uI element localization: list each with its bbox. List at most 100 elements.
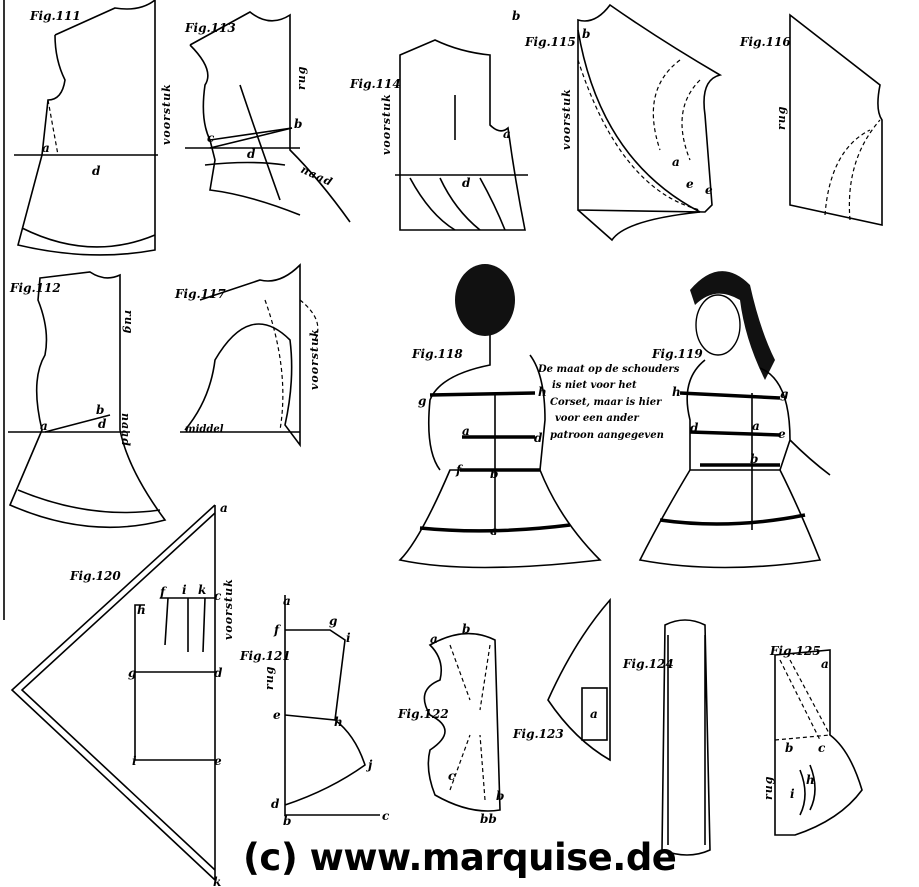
figure-114: Fig.114 voorstuk a d (349, 39, 528, 231)
dashed-guides (577, 59, 701, 211)
front-pattern-outline (399, 39, 526, 231)
point-label: e (273, 708, 281, 722)
label-voorstuk: voorstuk (560, 88, 573, 150)
figure-label: Fig.123 (512, 727, 564, 741)
point-label: i (346, 631, 351, 645)
point-label: a (672, 155, 680, 169)
point-label: i (182, 583, 187, 597)
shoulder-measure-line (679, 391, 781, 400)
skirt-illustration (398, 469, 602, 569)
front-pattern-outline (184, 263, 301, 448)
figure-115: Fig.115 b b voorstuk a e e (512, 3, 723, 242)
figure-label: Fig.113 (184, 21, 236, 35)
point-label: i (132, 754, 137, 768)
figure-116: Fig.116 rug (739, 13, 883, 226)
point-label: b (283, 814, 291, 828)
point-label: bb (480, 812, 497, 826)
point-label: g (780, 387, 788, 401)
hair-illustration (455, 264, 515, 336)
point-label: f (159, 585, 167, 599)
figure-123: Fig.123 a (512, 597, 611, 762)
point-label: j (366, 758, 373, 772)
point-label: k (213, 875, 221, 887)
point-label: d (690, 421, 699, 435)
point-label: a (42, 141, 50, 155)
point-label: d (462, 176, 471, 190)
hem-arc (17, 489, 161, 514)
hem-arc (21, 227, 156, 248)
figure-125: Fig.125 a b c h i rug (762, 644, 863, 836)
point-label: a (283, 594, 291, 608)
sleeve-pattern-outline (284, 595, 380, 816)
point-label: h (334, 715, 343, 729)
point-label: e (214, 754, 222, 768)
point-label: b (785, 741, 793, 755)
back-pattern-outline (189, 11, 351, 223)
point-label: a (40, 419, 48, 433)
point-label: c (207, 131, 215, 145)
point-label: h (137, 603, 146, 617)
figure-label: Fig.124 (622, 657, 674, 671)
panel-lines (409, 177, 506, 231)
point-label: a (430, 632, 438, 646)
point-label: d (98, 417, 107, 431)
dashed-guides (449, 644, 491, 801)
figure-111: Fig.111 voorstuk a d (14, 0, 173, 256)
label-naad: naad (299, 163, 335, 189)
point-label: c (490, 524, 498, 538)
point-label: f (273, 623, 281, 637)
figure-label: Fig.114 (349, 77, 401, 91)
figure-112: Fig.112 rug a b d naad (8, 271, 167, 529)
figure-label: Fig.115 (524, 35, 576, 49)
point-label: d (214, 666, 223, 680)
point-label: b (496, 789, 504, 803)
busk-piece-outline (661, 619, 711, 856)
dashed-guides (264, 299, 319, 431)
point-label: a (821, 657, 829, 671)
point-label: a (752, 419, 760, 433)
point-label: c (214, 589, 222, 603)
note-line: De maat op de schouders (537, 364, 680, 375)
point-label: b (582, 27, 590, 41)
figure-label: Fig.121 (239, 649, 291, 663)
armhole-curve (189, 44, 301, 216)
hip-measure-line (659, 513, 806, 526)
side-seam (239, 84, 281, 201)
point-label: b (512, 9, 520, 23)
triangle-outline (10, 504, 216, 881)
back-pattern-outline (8, 271, 167, 529)
label-voorstuk: voorstuk (160, 83, 173, 145)
point-label: d (92, 164, 101, 178)
figure-122: Fig.122 a b c b bb (397, 622, 504, 826)
grid-lines (134, 597, 215, 761)
point-label: b (294, 117, 302, 131)
note-line: Corset, maar is hier (550, 397, 662, 408)
seam-line (204, 161, 286, 166)
point-label: h (672, 385, 681, 399)
point-label: g (329, 614, 337, 628)
figure-label: Fig.117 (174, 287, 226, 301)
point-label: h (538, 385, 547, 399)
point-label: b (462, 622, 470, 636)
figure-label: Fig.119 (651, 347, 703, 361)
label-voorstuk: voorstuk (380, 93, 393, 155)
corset-piece-outline (423, 632, 501, 812)
gusset-inner-rect (581, 687, 608, 741)
face-illustration (695, 294, 741, 356)
point-label: h (806, 773, 815, 787)
label-voorstuk: voorstuk (222, 578, 235, 640)
shoulder-measure-line (429, 391, 536, 397)
measure-line (44, 414, 111, 433)
point-label: a (590, 707, 598, 721)
label-rug: rug (122, 310, 135, 334)
back-pattern-outline (789, 13, 883, 226)
point-label: g (128, 666, 136, 680)
figure-label: Fig.116 (739, 35, 791, 49)
figure-label: Fig.120 (69, 569, 121, 583)
point-label: g (418, 394, 426, 408)
measure-line (209, 127, 293, 141)
point-label: a (462, 424, 470, 438)
chest-measure-line (689, 430, 781, 437)
copyright-watermark: (c) www.marquise.de (243, 836, 677, 879)
